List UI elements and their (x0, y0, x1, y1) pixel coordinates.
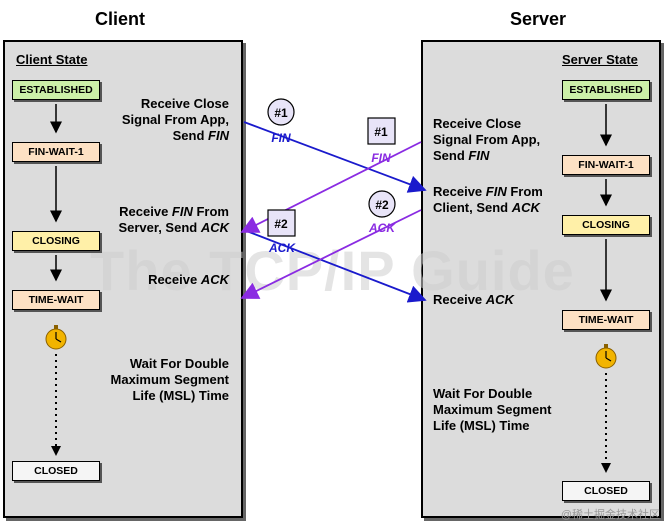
client-message-1-type: FIN (271, 131, 291, 145)
server-label-receive-fin: Receive FIN From Client, Send ACK (433, 184, 543, 215)
client-message-2-number: #2 (274, 217, 288, 231)
client-title: Client (95, 9, 146, 29)
server-state-established: ESTABLISHED (562, 80, 650, 100)
client-fin-arrow (243, 121, 427, 193)
server-message-1-type: FIN (371, 151, 391, 165)
server-label-receive-close: Receive Close Signal From App, Send FIN (433, 116, 541, 163)
client-message-1-marker (267, 98, 295, 126)
server-title: Server (510, 9, 567, 29)
server-timer-icon (595, 344, 617, 369)
server-state-closing: CLOSING (562, 215, 650, 235)
server-message-1-marker (367, 117, 396, 145)
client-state-fin-wait-1: FIN-WAIT-1 (12, 142, 100, 162)
client-label-receive-close: Receive Close Signal From App, Send FIN (121, 96, 229, 143)
server-flow-dotted-head (601, 463, 611, 473)
client-state-closing: CLOSING (12, 231, 100, 251)
credit-text: @稀土掘金技术社区 (560, 509, 660, 521)
server-state-fin-wait-1: FIN-WAIT-1 (562, 155, 650, 175)
client-timer-icon (45, 325, 67, 350)
server-message-2-marker (368, 190, 396, 218)
client-state-established: ESTABLISHED (12, 80, 100, 100)
client-state-time-wait: TIME-WAIT (12, 290, 100, 310)
server-label-receive-ack: Receive ACK (433, 292, 514, 307)
server-message-1-number: #1 (374, 125, 388, 139)
client-flow-dotted-head (51, 446, 61, 456)
client-ack-arrow (243, 229, 427, 303)
client-label-receive-fin: Receive FIN From Server, Send ACK (118, 204, 229, 235)
client-panel (3, 40, 243, 518)
client-message-2-type: ACK (268, 241, 296, 255)
server-message-2-type: ACK (368, 221, 396, 235)
server-panel (421, 40, 661, 518)
server-label-wait: Wait For Double Maximum Segment Life (MS… (433, 386, 552, 433)
watermark: The TCP/IP Guide (90, 239, 575, 302)
client-label-receive-ack: Receive ACK (148, 272, 229, 287)
server-message-2-number: #2 (375, 198, 389, 212)
client-message-1-number: #1 (274, 106, 288, 120)
client-state-title: Client State (16, 52, 88, 67)
client-message-2-marker (267, 209, 296, 237)
server-state-title: Server State (562, 52, 638, 67)
server-state-closed: CLOSED (562, 481, 650, 501)
server-ack-arrow (240, 209, 422, 299)
client-state-closed: CLOSED (12, 461, 100, 481)
client-label-wait: Wait For Double Maximum Segment Life (MS… (110, 356, 229, 403)
server-state-time-wait: TIME-WAIT (562, 310, 650, 330)
